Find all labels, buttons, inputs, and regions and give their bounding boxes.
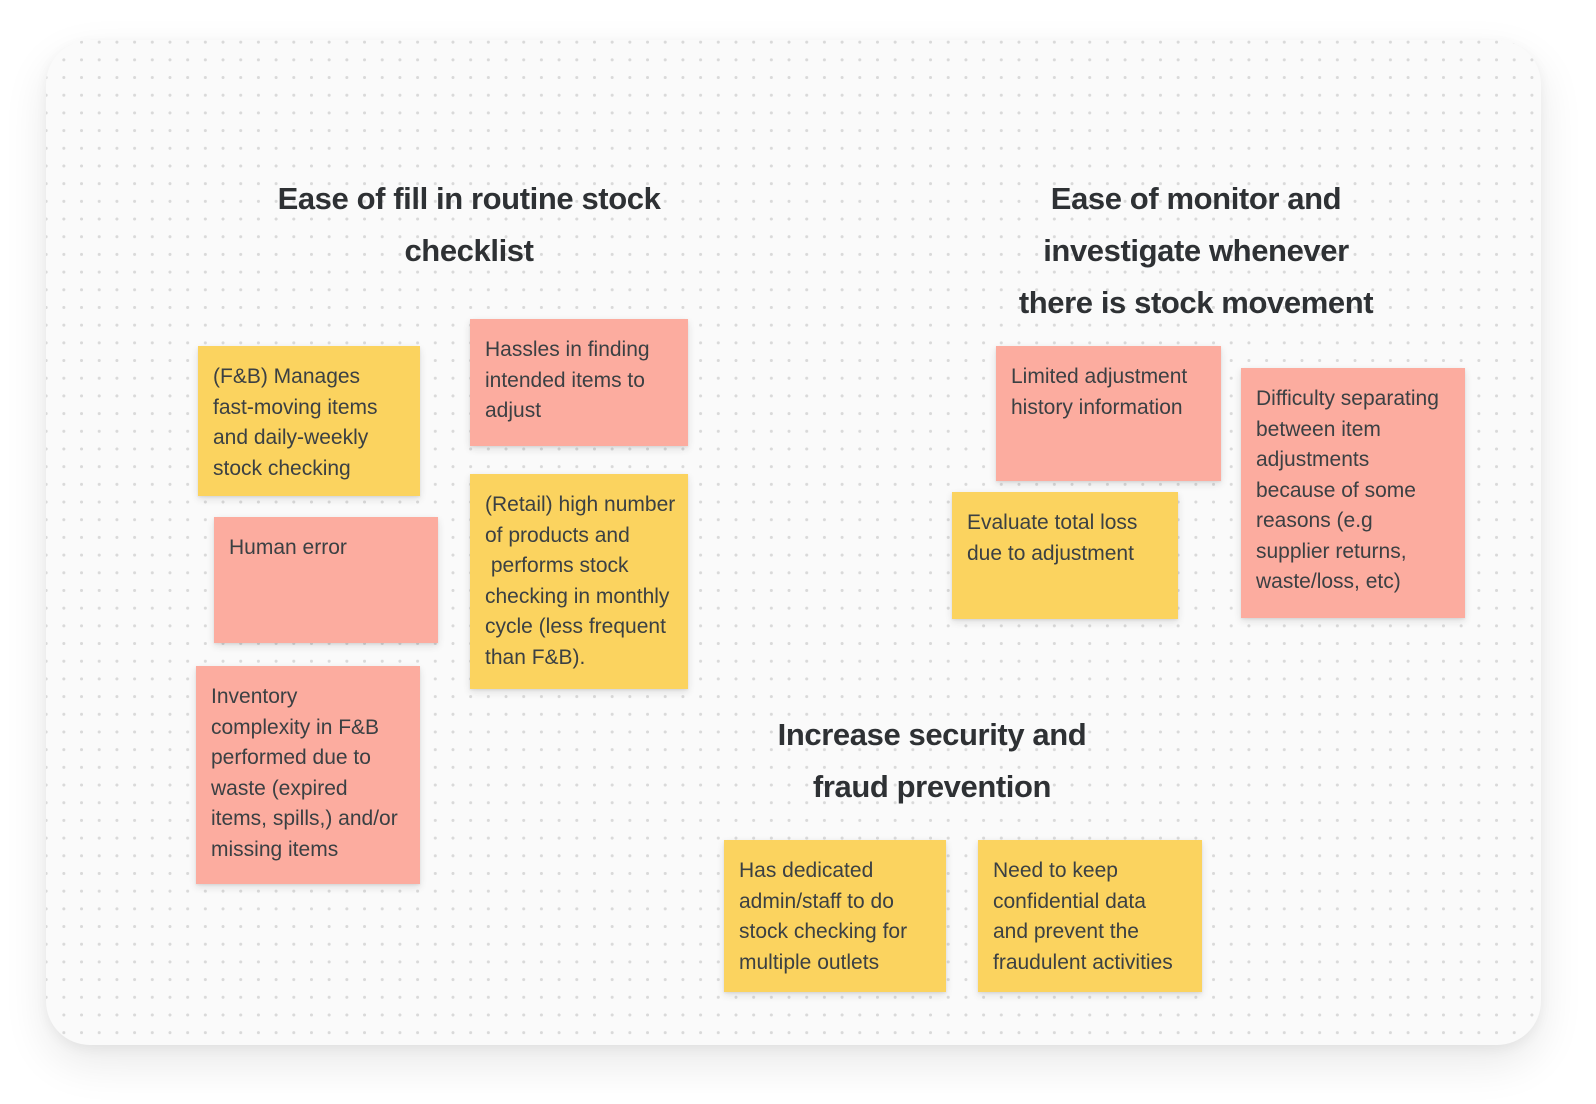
- section-title-routine-stock-checklist: Ease of fill in routine stock checklist: [277, 181, 661, 268]
- sticky-note-dedicated-admin-staff[interactable]: Has dedicated admin/staff to do stock ch…: [724, 840, 946, 992]
- whiteboard-canvas[interactable]: Ease of fill in routine stock checklist …: [46, 40, 1541, 1045]
- sticky-note-difficulty-separating[interactable]: Difficulty separating between item adjus…: [1241, 368, 1465, 618]
- sticky-note-inventory-complexity[interactable]: Inventory complexity in F&B performed du…: [196, 666, 420, 884]
- sticky-note-confidential-data[interactable]: Need to keep confidential data and preve…: [978, 840, 1202, 992]
- sticky-note-human-error[interactable]: Human error: [214, 517, 438, 643]
- sticky-note-fnb-fast-moving[interactable]: (F&B) Manages fast-moving items and dail…: [198, 346, 420, 496]
- sticky-note-retail-high-number[interactable]: (Retail) high number of products and per…: [470, 474, 688, 689]
- sticky-note-limited-adjustment-history[interactable]: Limited adjustment history information: [996, 346, 1221, 481]
- sticky-note-evaluate-total-loss[interactable]: Evaluate total loss due to adjustment: [952, 492, 1178, 619]
- section-title-security-fraud: Increase security and fraud prevention: [777, 717, 1087, 804]
- sticky-note-hassles-finding-items[interactable]: Hassles in finding intended items to adj…: [470, 319, 688, 446]
- section-title-monitor-investigate: Ease of monitor and investigate whenever…: [1018, 181, 1374, 320]
